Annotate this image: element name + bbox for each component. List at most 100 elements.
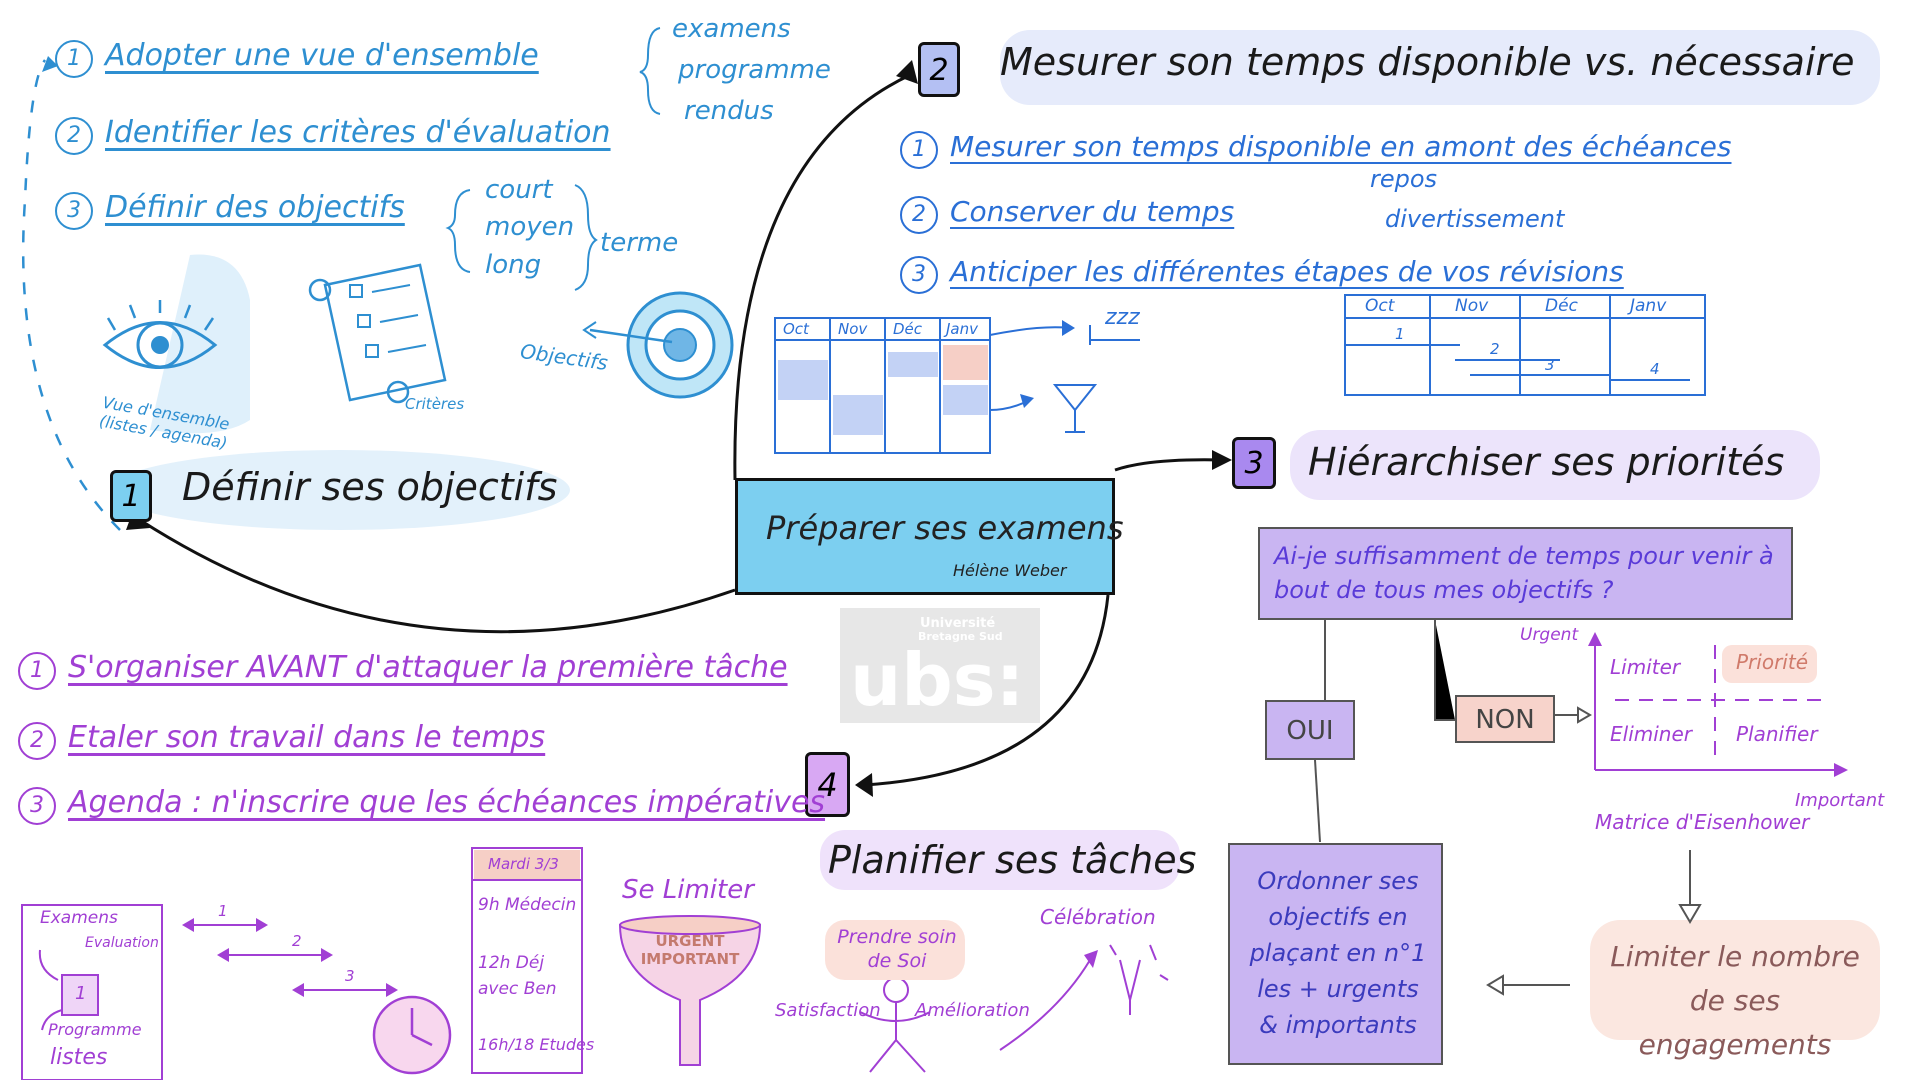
section3-title-wash <box>1290 430 1820 500</box>
bed-icon <box>1089 325 1140 345</box>
step-label-3: 3 <box>345 967 355 985</box>
step-label-2: 2 <box>292 932 302 950</box>
celebration-text: Célébration <box>1040 905 1156 929</box>
link-center-to-3 <box>1114 458 1226 472</box>
link-center-to-1 <box>139 518 736 634</box>
glasses-icon <box>1052 384 1098 433</box>
dashed-loop <box>22 59 121 531</box>
section3-title: Hiérarchiser ses priorités <box>1308 440 1785 484</box>
section1-number-badge: 1 <box>110 470 152 522</box>
person-icon <box>859 977 931 1073</box>
agenda-entry-2: 12h Déj avec Ben <box>478 953 557 999</box>
term-court: court <box>485 175 553 205</box>
agenda-entry-3: 16h/18 Etudes <box>478 1035 595 1054</box>
keep-repos: repos <box>1370 165 1438 193</box>
card-eval: Evaluation <box>85 935 159 951</box>
item-number: 1 <box>55 40 93 78</box>
clock-icon <box>372 995 452 1075</box>
funnel-icon <box>618 915 762 1066</box>
overview-list-1: examens <box>672 14 791 44</box>
no-label: NON <box>1475 705 1535 735</box>
overview-brace <box>639 27 661 115</box>
section4-number-badge: 4 <box>805 752 850 817</box>
no-box: NON <box>1455 695 1555 743</box>
item-text: Conserver du temps <box>950 195 1235 228</box>
section2-title: Mesurer son temps disponible vs. nécessa… <box>1000 40 1855 84</box>
item-number: 3 <box>900 256 938 294</box>
section2-item-3: 3 Anticiper les différentes étapes de vos… <box>900 255 1624 294</box>
item-text: Mesurer son temps disponible en amont de… <box>950 130 1732 163</box>
small-cal-month-1: Oct <box>783 320 809 338</box>
center-author: Hélène Weber <box>953 561 1067 580</box>
link-center-to-4 <box>864 594 1110 787</box>
section2-number: 2 <box>929 53 949 88</box>
big-cal-month-1: Oct <box>1365 296 1395 316</box>
overview-list-2: programme <box>678 55 831 85</box>
item-text: Anticiper les différentes étapes de vos … <box>950 255 1624 288</box>
organize-card <box>21 904 163 1080</box>
term-long: long <box>485 250 542 280</box>
celebration-icon <box>999 944 1169 1051</box>
matrix-caption: Matrice d'Eisenhower <box>1595 810 1810 834</box>
item-number: 1 <box>900 131 938 169</box>
small-cal-month-4: Janv <box>946 320 978 338</box>
timeline-calendar-large <box>1344 294 1706 396</box>
small-cal-month-3: Déc <box>893 320 923 338</box>
limit-text: Limiter le nombre de ses engagements <box>1610 940 1860 1061</box>
big-cal-month-2: Nov <box>1455 296 1489 316</box>
card-exams: Examens <box>40 908 118 928</box>
big-cal-step-4: 4 <box>1650 360 1660 378</box>
section1-title-wash <box>110 450 570 530</box>
term-suffix: terme <box>600 228 679 258</box>
section2-title-wash <box>1000 30 1880 105</box>
terms-brace-right <box>574 184 598 291</box>
timeline-calendar-small <box>774 317 1075 454</box>
card-program: Programme <box>48 1020 142 1039</box>
section4-number: 4 <box>817 766 838 804</box>
funnel-text: URGENT IMPORTANT <box>640 932 740 968</box>
item-text: Etaler son travail dans le temps <box>68 720 546 755</box>
matrix-cell-limiter: Limiter <box>1610 655 1681 679</box>
step-arrows <box>182 918 398 997</box>
matrix-priority-wash <box>1722 645 1817 683</box>
item-number: 3 <box>55 192 93 230</box>
section2-item-1: 1 Mesurer son temps disponible en amont d… <box>900 130 1731 169</box>
order-text: Ordonner ses objectifs en plaçant en n°1… <box>1249 867 1427 1039</box>
logo-line1: Université <box>920 616 996 631</box>
limit-wash <box>1590 920 1880 1040</box>
section3-number: 3 <box>1244 446 1264 481</box>
yes-label: OUI <box>1286 716 1334 746</box>
limit-title: Se Limiter <box>622 875 754 905</box>
section4-title-wash <box>820 830 1180 890</box>
keep-divertissement: divertissement <box>1385 205 1565 233</box>
arrowhead-4 <box>855 773 873 797</box>
step-label-1: 1 <box>218 902 228 920</box>
section1-number: 1 <box>121 479 141 514</box>
item-number: 1 <box>18 652 56 690</box>
question-text: Ai-je suffisamment de temps pour venir à… <box>1274 542 1774 604</box>
terms-brace-left <box>445 189 471 273</box>
agenda-card <box>471 847 583 1074</box>
ubs-logo: Université Bretagne Sud ubs: <box>840 608 1040 723</box>
big-cal-month-3: Déc <box>1545 296 1578 316</box>
matrix-x-axis: Important <box>1795 790 1885 811</box>
question-box: Ai-je suffisamment de temps pour venir à… <box>1258 527 1793 620</box>
big-cal-step-1: 1 <box>1395 325 1405 343</box>
item-text: Définir des objectifs <box>105 190 405 225</box>
priority-flow <box>1314 620 1848 996</box>
eye-icon <box>102 300 218 369</box>
center-title: Préparer ses examens <box>766 509 1124 547</box>
center-node[interactable]: Préparer ses examens Hélène Weber <box>735 478 1123 595</box>
scroll-icon <box>308 263 447 404</box>
matrix-cell-eliminer: Eliminer <box>1610 722 1692 746</box>
sleep-text: zzz <box>1105 305 1140 330</box>
improvement-text: Amélioration <box>915 1000 1030 1021</box>
arrowhead-3 <box>1212 450 1232 470</box>
item-number: 2 <box>55 117 93 155</box>
matrix-cell-planifier: Planifier <box>1736 722 1818 746</box>
eye-wash <box>150 254 250 434</box>
